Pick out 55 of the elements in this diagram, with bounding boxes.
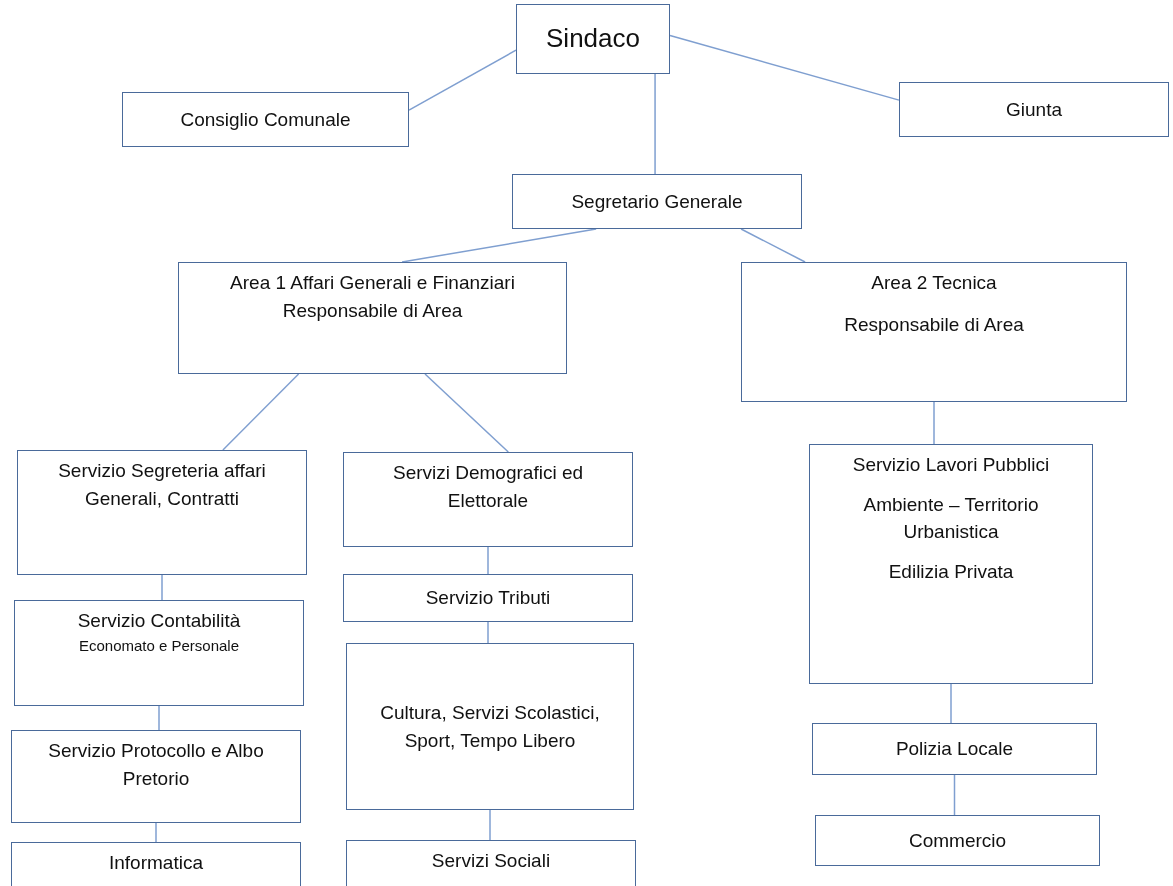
connector-line bbox=[654, 73, 656, 175]
connector-line bbox=[669, 34, 900, 101]
org-label: Servizio Segreteria affari Generali, Contratti bbox=[57, 459, 267, 511]
connector-line bbox=[424, 373, 510, 453]
connector-line bbox=[161, 574, 163, 601]
connector-line bbox=[487, 621, 489, 644]
connector-line bbox=[222, 373, 300, 451]
org-label: Servizio Protocollo e Albo Pretorio bbox=[47, 739, 265, 791]
org-label: Polizia Locale bbox=[895, 737, 1014, 762]
org-box bbox=[178, 262, 567, 374]
org-box bbox=[343, 574, 633, 622]
connector-line bbox=[933, 401, 935, 445]
connector-line bbox=[489, 809, 491, 841]
connector-line bbox=[487, 546, 489, 575]
org-label: Servizio Contabilità bbox=[77, 609, 241, 633]
org-label: Area 2 Tecnica bbox=[871, 271, 997, 295]
org-box bbox=[14, 600, 304, 706]
org-box bbox=[346, 643, 634, 810]
org-box bbox=[512, 174, 802, 229]
org-box bbox=[17, 450, 307, 575]
org-label: Servizi Sociali bbox=[431, 849, 551, 873]
org-label: Consiglio Comunale bbox=[180, 107, 351, 132]
org-label: Sindaco bbox=[546, 22, 640, 56]
org-box bbox=[812, 723, 1097, 775]
connector-line bbox=[953, 774, 956, 816]
connector-line bbox=[158, 705, 160, 731]
org-label: Ambiente – Territorio Urbanistica bbox=[862, 492, 1040, 545]
connector-line bbox=[155, 822, 157, 843]
connector-line bbox=[401, 228, 597, 263]
org-box bbox=[343, 452, 633, 547]
org-label: Informatica bbox=[109, 851, 203, 875]
org-label: Segretario Generale bbox=[571, 189, 743, 214]
org-box bbox=[516, 4, 670, 74]
org-box bbox=[815, 815, 1100, 866]
org-label: Responsabile di Area bbox=[282, 298, 463, 323]
connector-line bbox=[408, 49, 517, 111]
org-box bbox=[346, 840, 636, 886]
org-label: Area 1 Affari Generali e Finanziari bbox=[230, 271, 515, 295]
org-box bbox=[741, 262, 1127, 402]
org-label: Giunta bbox=[1006, 97, 1062, 122]
org-label: Servizi Demografici ed Elettorale bbox=[391, 461, 585, 513]
org-label: Servizio Lavori Pubblici bbox=[852, 453, 1050, 477]
org-label: Servizio Tributi bbox=[425, 586, 551, 611]
org-label: Commercio bbox=[908, 828, 1007, 853]
org-box bbox=[122, 92, 409, 147]
org-label: Economato e Personale bbox=[78, 635, 240, 656]
connector-line bbox=[740, 228, 806, 263]
connector-line bbox=[950, 683, 952, 724]
org-label: Responsabile di Area bbox=[844, 312, 1024, 337]
org-box bbox=[899, 82, 1169, 137]
org-box bbox=[11, 730, 301, 823]
org-box bbox=[11, 842, 301, 886]
org-label: Cultura, Servizi Scolastici, Sport, Tempo Libero bbox=[379, 700, 601, 753]
org-label: Edilizia Privata bbox=[888, 559, 1014, 584]
org-box bbox=[809, 444, 1093, 684]
